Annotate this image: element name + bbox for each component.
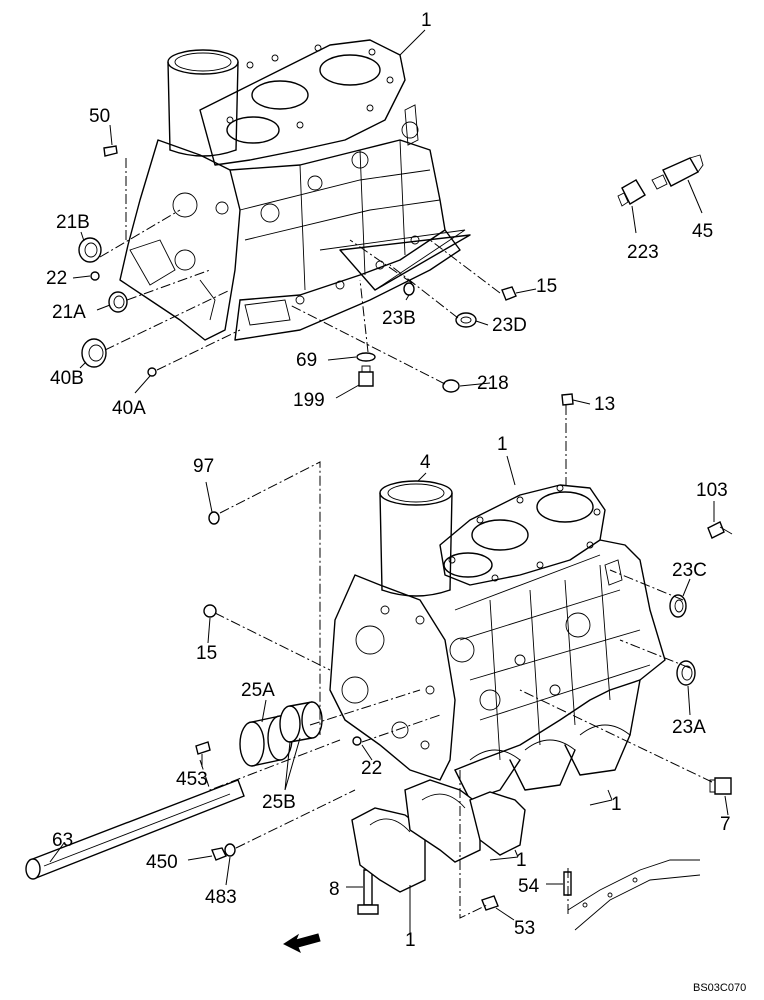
washer-483	[224, 843, 236, 857]
plug-15-upper	[501, 286, 517, 301]
callout-23c: 23C	[672, 560, 707, 581]
callout-199: 199	[293, 390, 325, 411]
callout-25a: 25A	[241, 680, 275, 701]
callout-483: 483	[205, 887, 237, 908]
sensor-45	[651, 154, 704, 190]
callout-23b: 23B	[382, 308, 416, 329]
callout-40a: 40A	[112, 398, 146, 419]
seal-23c	[669, 594, 687, 618]
washer-218	[442, 379, 460, 393]
bolt-53	[481, 895, 499, 911]
plug-13	[561, 393, 574, 406]
callout-453: 453	[176, 769, 208, 790]
callout-450: 450	[146, 852, 178, 873]
plug-22-upper	[90, 271, 100, 281]
switch-223	[617, 179, 646, 207]
callout-218: 218	[477, 373, 509, 394]
callout-223: 223	[627, 242, 659, 263]
pin-40a	[147, 367, 157, 377]
callout-23d: 23D	[492, 315, 527, 336]
callout-50: 50	[89, 106, 110, 127]
callout-53: 53	[514, 918, 535, 939]
stud-54	[563, 871, 572, 896]
callout-15-top: 15	[536, 276, 557, 297]
callout-1-cap-b: 1	[516, 850, 527, 871]
nut-450	[211, 847, 227, 861]
plug-22-lower	[352, 736, 362, 746]
bolt-103	[707, 521, 733, 539]
camshaft-63	[25, 779, 245, 880]
bearing-cap-rear	[469, 791, 526, 856]
plug-15-lower	[203, 604, 217, 618]
seal-23d	[455, 312, 477, 328]
plug-23b	[403, 282, 415, 296]
callout-1-cap-a: 1	[611, 794, 622, 815]
drain-plug-7	[709, 777, 732, 795]
callout-97: 97	[193, 456, 214, 477]
callout-25b: 25B	[262, 792, 296, 813]
reference-code: BS03C070	[693, 982, 746, 994]
callout-13: 13	[594, 394, 615, 415]
washer-69	[356, 352, 376, 362]
bushing-25b	[279, 701, 323, 743]
plug-199	[358, 365, 374, 387]
cylinder-block-lower	[329, 480, 666, 801]
callout-1-mid: 1	[497, 434, 508, 455]
callout-15-mid: 15	[196, 643, 217, 664]
bearing-cap-middle	[404, 779, 481, 863]
oil-pan-edge	[567, 859, 701, 931]
callout-8: 8	[329, 879, 340, 900]
pin-453	[195, 741, 211, 755]
callout-1-top: 1	[421, 10, 432, 31]
callout-63: 63	[52, 830, 73, 851]
callout-40b: 40B	[50, 368, 84, 389]
cylinder-block-upper	[119, 39, 466, 341]
callout-1-cap-c: 1	[405, 930, 416, 951]
seal-23a	[676, 660, 696, 686]
callout-7: 7	[720, 814, 731, 835]
callout-45: 45	[692, 221, 713, 242]
front-direction-arrow	[282, 933, 321, 954]
callout-103: 103	[696, 480, 728, 501]
callout-23a: 23A	[672, 717, 706, 738]
pin-50	[103, 145, 118, 157]
callout-4: 4	[420, 452, 431, 473]
callout-22-mid: 22	[361, 758, 382, 779]
seal-21a	[108, 291, 128, 313]
callout-21a: 21A	[52, 302, 86, 323]
callout-22-top: 22	[46, 268, 67, 289]
callout-69: 69	[296, 350, 317, 371]
seal-21b	[78, 237, 102, 263]
callout-54: 54	[518, 876, 540, 897]
seal-40b	[81, 338, 107, 368]
callout-21b: 21B	[56, 212, 90, 233]
bearing-cap-lower	[351, 807, 426, 893]
plug-97	[208, 511, 220, 525]
